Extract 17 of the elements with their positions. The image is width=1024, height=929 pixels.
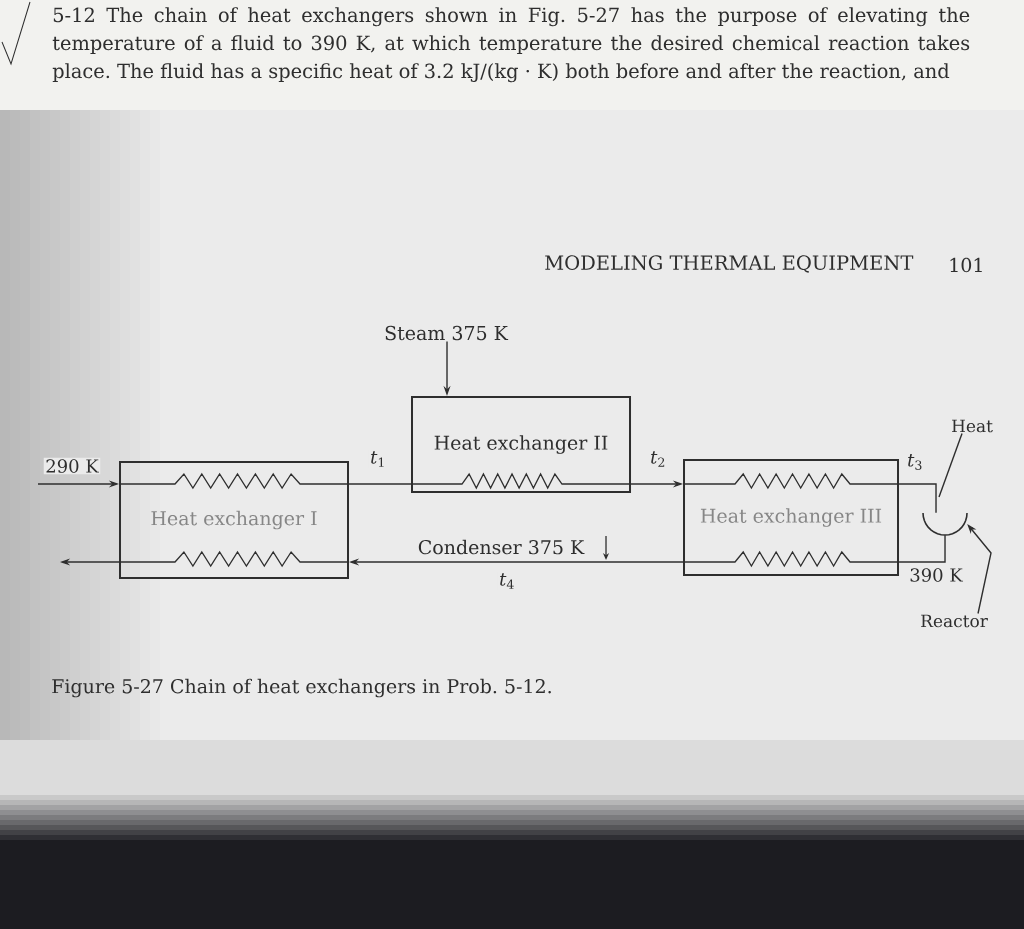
pipe-line (898, 534, 946, 563)
running-header: MODELING THERMAL EQUIPMENT (545, 255, 914, 273)
problem-text: 5-12 The chain of heat exchangers shown in Fig. 5-27 has the purpose of elevating the temperature of a fluid to 390 K, at which temperature the desired chemical reaction takes place. The fluid has a specific heat of 3.2 kJ/(kg · K) both before and after the reaction, and (52, 7, 970, 83)
callout-label: Heat (952, 419, 993, 433)
heat-exchanger-box: Heat exchanger I (119, 461, 349, 579)
figure-caption: Figure 5-27 Chain of heat exchangers in Prob. 5-12. (52, 678, 551, 698)
leader-line (938, 432, 963, 498)
page-number: 101 (950, 257, 982, 273)
pipe-line (348, 483, 412, 485)
stream-label: Condenser 375 K (418, 539, 585, 555)
pipe-line (898, 483, 937, 514)
heat-exchanger-box: Heat exchanger II (411, 396, 631, 493)
steam-label: Steam 375 K (385, 325, 509, 341)
reactor-vessel (922, 512, 968, 536)
leader-line (967, 524, 992, 615)
heat-exchanger-box: Heat exchanger III (683, 459, 899, 576)
callout-label: Reactor (921, 614, 988, 628)
